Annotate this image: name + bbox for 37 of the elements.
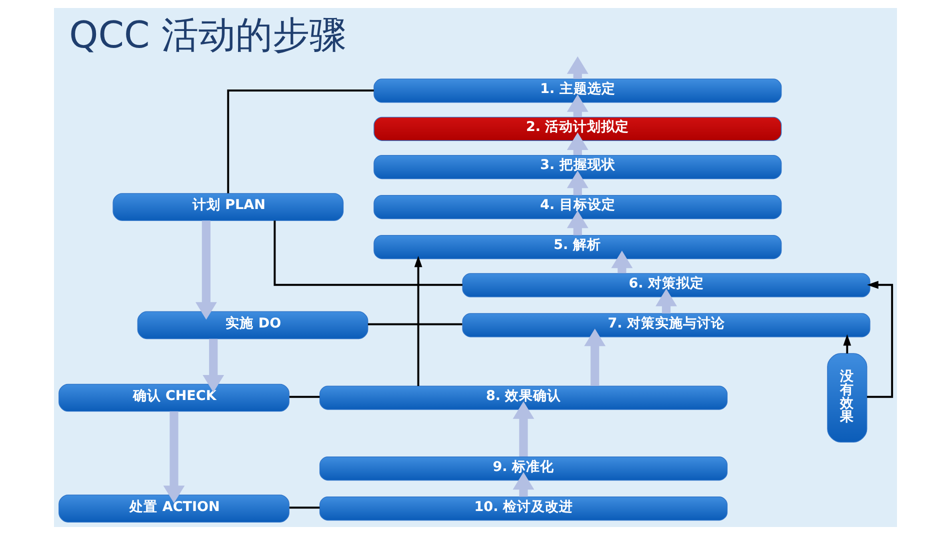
arrow (512, 472, 534, 497)
node-box: 计划 PLAN (112, 193, 344, 221)
node-box: 4. 目标设定 (373, 194, 782, 220)
arrow (566, 56, 588, 79)
node-box: 处置 ACTION (58, 494, 289, 522)
connector (367, 323, 462, 326)
arrow (566, 170, 588, 196)
connector (226, 89, 374, 194)
node-box: 实施 DO (136, 311, 368, 340)
node-box: 1. 主题选定 (373, 78, 782, 103)
node-box: 3. 把握现状 (373, 154, 782, 180)
arrow (566, 210, 588, 236)
connector (288, 396, 320, 398)
node-box: 8. 效果确认 (318, 386, 728, 410)
arrow (610, 250, 632, 274)
arrow (842, 334, 851, 354)
node-box: 10. 检讨及改进 (318, 496, 728, 521)
arrow (655, 288, 676, 314)
arrow (195, 220, 216, 320)
node-box: 6. 对策拟定 (462, 273, 870, 298)
node-box: 9. 标准化 (318, 456, 728, 481)
arrow (566, 132, 588, 155)
node-box: 没有效果 (826, 353, 867, 442)
arrow (866, 280, 893, 398)
diagram-title: QCC 活动的步骤 (68, 13, 346, 56)
arrow (512, 401, 534, 457)
arrow (566, 94, 588, 117)
arrow (162, 411, 184, 504)
arrow (584, 328, 606, 386)
arrow (202, 338, 224, 392)
node-box: 5. 解析 (373, 234, 782, 260)
node-box: 确认 CHECK (58, 384, 289, 412)
connector (273, 220, 462, 286)
node-box: 7. 对策实施与讨论 (462, 313, 870, 338)
arrow (414, 256, 422, 386)
node-box: 2. 活动计划拟定 (373, 116, 782, 141)
connector (288, 506, 320, 509)
